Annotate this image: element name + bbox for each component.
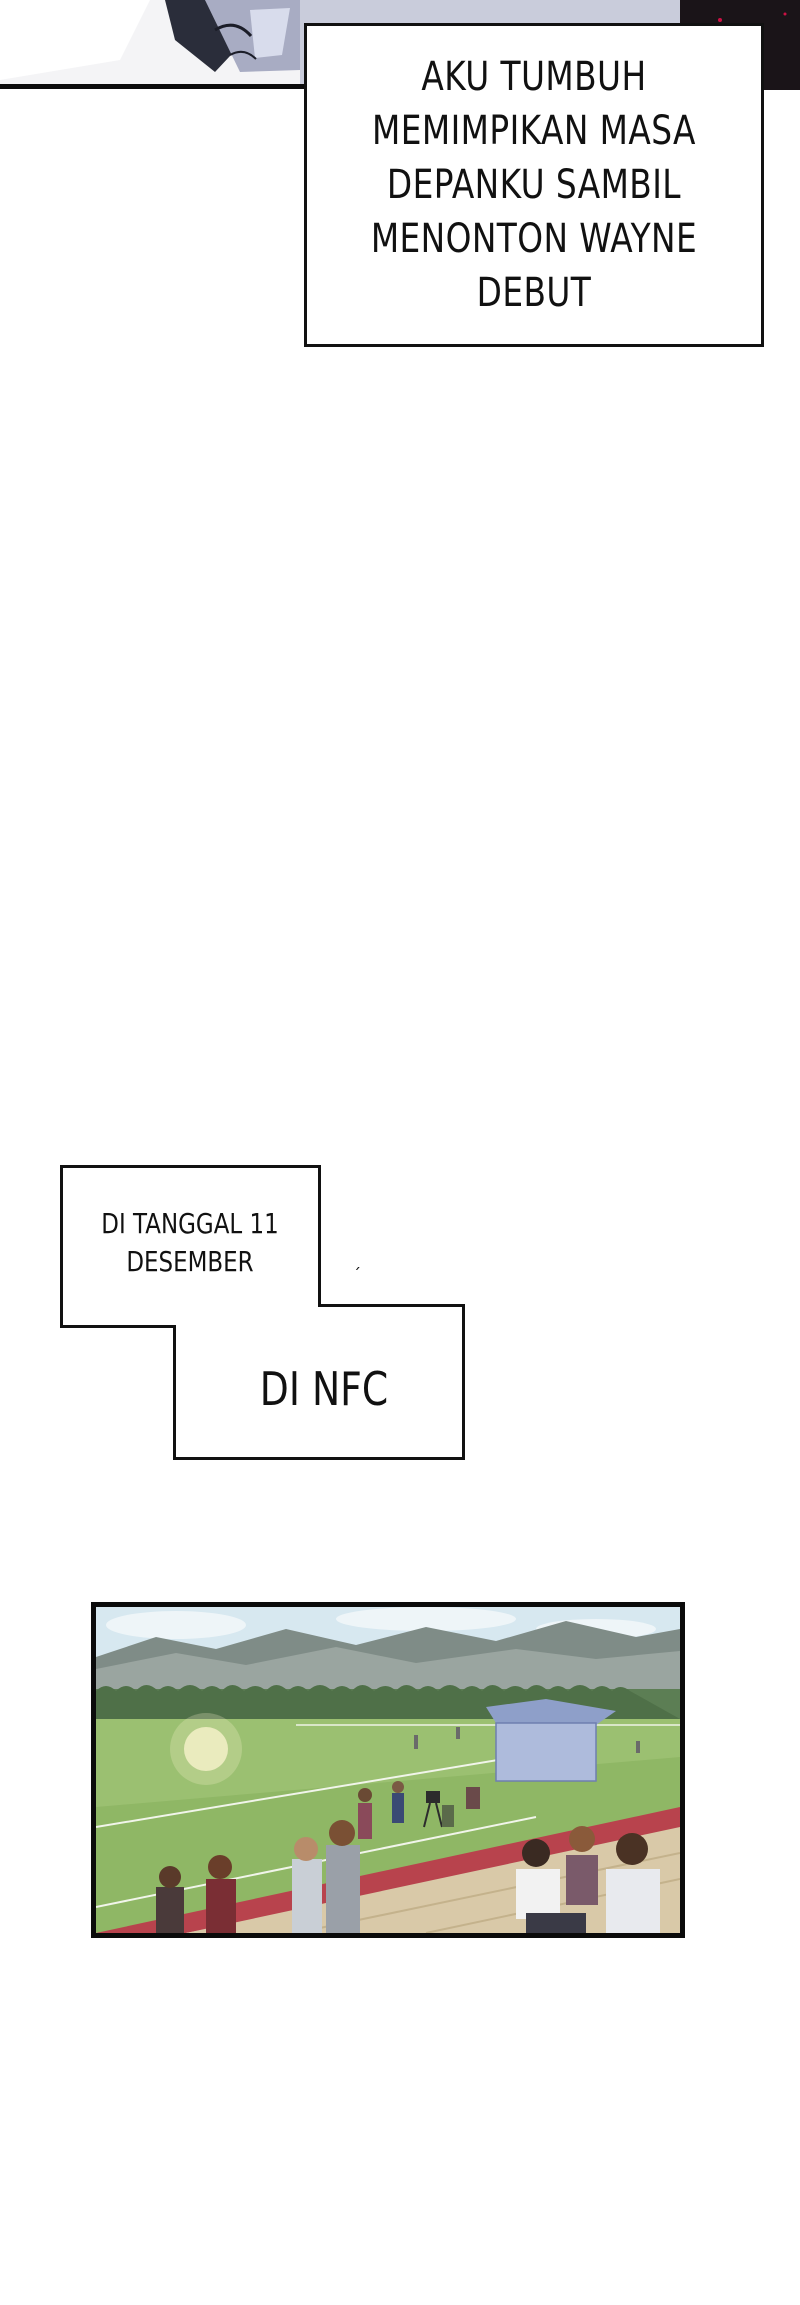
narration-line: AKU TUMBUH bbox=[421, 54, 647, 100]
narration-text: AKU TUMBUH MEMIMPIKAN MASA DEPANKU SAMBI… bbox=[335, 50, 733, 320]
caption-date: DI TANGGAL 11 DESEMBER bbox=[83, 1205, 296, 1281]
ink-tick: ˊ bbox=[353, 1265, 361, 1284]
narration-line: MENONTON WAYNE bbox=[370, 216, 698, 262]
narration-box-outline bbox=[60, 1165, 465, 1460]
caption-date-line: DI TANGGAL 11 bbox=[101, 1207, 279, 1240]
narration-box-top: AKU TUMBUH MEMIMPIKAN MASA DEPANKU SAMBI… bbox=[304, 23, 764, 347]
stadium-scene-illustration bbox=[96, 1607, 680, 1933]
narration-line: DEBUT bbox=[476, 270, 592, 316]
caption-place: DI NFC bbox=[259, 1362, 389, 1416]
narration-line: DEPANKU SAMBIL bbox=[386, 162, 682, 208]
narration-box-date-place: DI TANGGAL 11 DESEMBER ˊ DI NFC bbox=[60, 1165, 470, 1461]
narration-line: MEMIMPIKAN MASA bbox=[372, 108, 696, 154]
stadium-scene-panel bbox=[91, 1602, 685, 1938]
caption-date-line: DESEMBER bbox=[126, 1245, 254, 1278]
